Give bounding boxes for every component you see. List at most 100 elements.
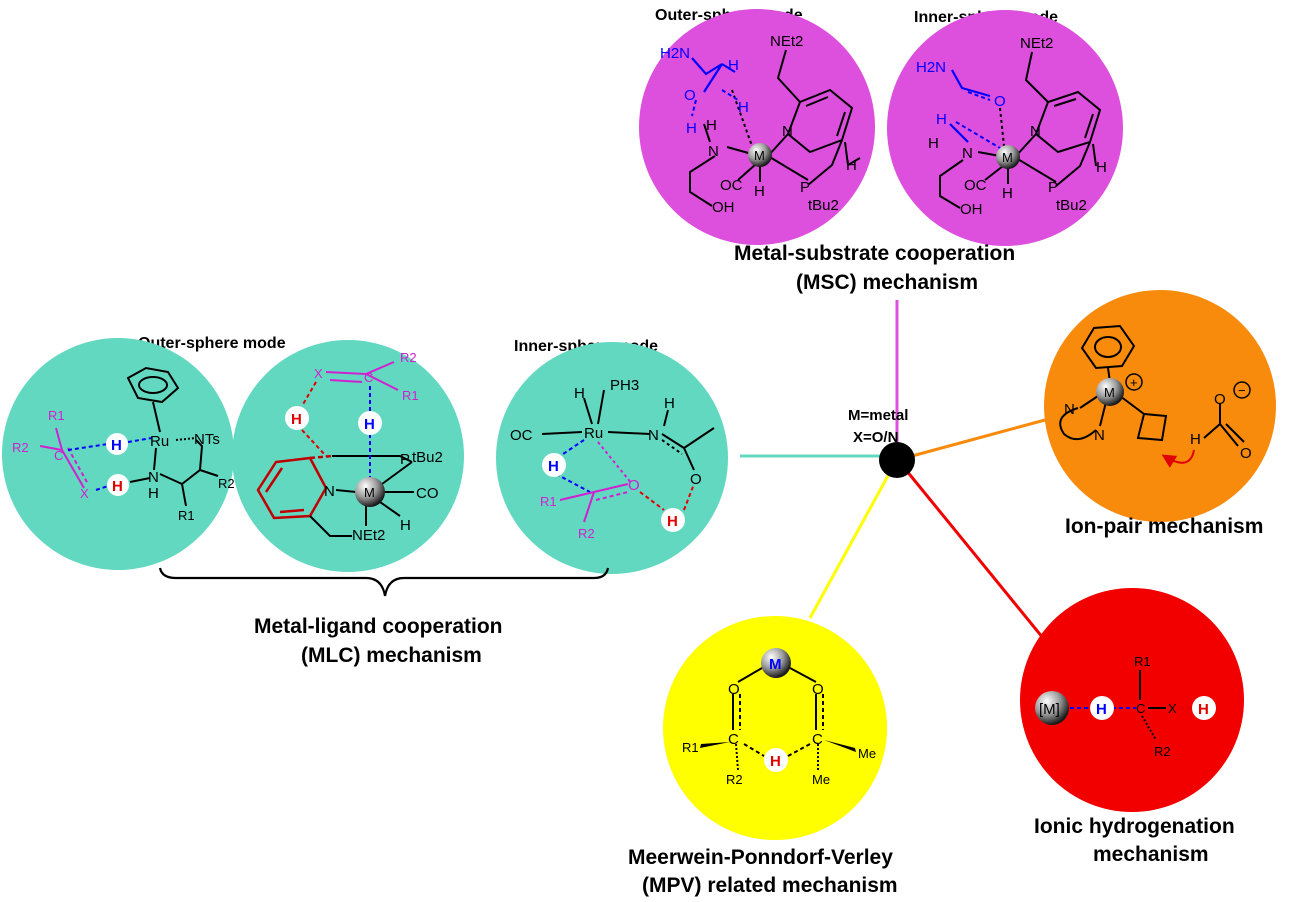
x-label: X [314, 366, 323, 381]
ru-n-bond [153, 447, 157, 471]
o2-label: O [812, 681, 824, 698]
ionic-title-line2: mechanism [1093, 843, 1209, 866]
ru-label: Ru [150, 433, 169, 450]
ethanol-arm [689, 155, 716, 207]
o-label: O [684, 87, 696, 104]
m-n1-bond [1079, 395, 1099, 409]
h-vinyl-label: H [1096, 159, 1107, 176]
r1-label: R1 [48, 408, 65, 423]
msc-inner-sphere-circle: H2N O NEt2 N H H N M OC H P tBu2 H OH [887, 10, 1123, 246]
h-red-bubble [107, 474, 129, 496]
ru-h-blue [559, 439, 585, 457]
net2-label: NEt2 [1020, 35, 1053, 52]
r2-label: R2 [12, 440, 29, 455]
oh-label: OH [960, 201, 983, 218]
o-label: O [994, 93, 1006, 110]
h-n-label: H [706, 117, 717, 134]
o-h-red [639, 491, 665, 511]
tbu2-label: tBu2 [808, 197, 839, 214]
hub-connectors: M=metal X=O/N [740, 300, 1046, 639]
ionic-group: [M] H C X H R1 R2 Ionic hydrogenation me… [1020, 588, 1244, 866]
h-red-label: H [667, 513, 678, 530]
m-n-bond [335, 489, 357, 493]
ionic-title-line1: Ionic hydrogenation [1034, 815, 1235, 838]
spoke-ionic [904, 469, 1045, 639]
metal-ball [1096, 378, 1124, 406]
tbu2-label: tBu2 [412, 449, 443, 466]
arene-ring-inner [138, 376, 168, 394]
h-blue-bubble [1090, 696, 1114, 720]
spoke-mpv [808, 471, 892, 619]
amide-arm [661, 427, 715, 471]
exocyclic-double [309, 454, 333, 460]
oc-label: OC [510, 427, 533, 444]
msc-inner-bg [887, 10, 1123, 246]
mlc-ru-tsdpen-circle: R1 R2 C X H H Ru NTs N H R1 R2 [2, 338, 235, 570]
metal-ball [1035, 691, 1069, 725]
oc-label: OC [720, 177, 743, 194]
p-label: P [800, 179, 810, 196]
h-label: H [574, 385, 585, 402]
c-label: C [54, 448, 63, 463]
h2n-label: H2N [660, 45, 690, 62]
nh-bond [663, 409, 669, 427]
m-p-bond [381, 461, 413, 485]
ion-pair-title: Ion-pair mechanism [1065, 515, 1263, 538]
c1-r2-hash [735, 743, 739, 771]
hbond-h-n [129, 477, 151, 483]
r1-label: R1 [682, 740, 699, 755]
oh-label: OH [712, 199, 735, 216]
mpv-bg [663, 616, 887, 840]
m-n-bond [1015, 133, 1037, 157]
oc-label: OC [964, 177, 987, 194]
pyridine-double [1053, 98, 1077, 107]
substrate-cx [325, 361, 399, 391]
msc-outer-bg [639, 9, 875, 245]
pyridine-double [264, 467, 284, 493]
msc-group: Outer-sphere mode Inner-sphere mode [639, 7, 1123, 294]
hydride-arrow [1161, 449, 1195, 468]
h-top-label: H [728, 57, 739, 74]
ru-n-bond [607, 431, 651, 435]
h-red-label: H [112, 478, 123, 495]
formate-double [1225, 423, 1245, 443]
c-label: C [364, 370, 373, 385]
h-blue-label: H [111, 437, 122, 454]
arene-ring [1080, 324, 1136, 370]
arene-ru-bond [152, 401, 161, 433]
mlc-group: Outer-sphere mode Inner-sphere mode R1 R… [2, 335, 728, 667]
h-m-label: H [754, 183, 765, 200]
h-red-bubble [661, 508, 685, 532]
hbond-ch-m [721, 89, 739, 101]
formate [1203, 404, 1239, 447]
h-n-label: H [928, 135, 939, 152]
substrate-double [967, 91, 991, 101]
mlc-inner-sphere-circle: H PH3 OC Ru H N O H O R1 R2 H [496, 342, 728, 574]
h-blue-label: H [548, 458, 559, 475]
r1-label: R1 [402, 388, 419, 403]
net2-label: NEt2 [352, 527, 385, 544]
mpv-group: M O O C C R1 R2 H Me Me Meerwein-Ponndor… [628, 616, 898, 897]
o-amide-label: O [690, 471, 702, 488]
arene-ring [126, 366, 180, 404]
h-label: H [400, 517, 411, 534]
hbond-hm [955, 121, 1001, 149]
o1-label: O [1214, 391, 1226, 408]
amide-double [661, 439, 683, 455]
substrate-chain [691, 57, 723, 93]
metal-ball [996, 145, 1020, 169]
nn-ligand [1059, 407, 1097, 441]
c-label: C [1136, 701, 1145, 716]
ru-h-bond [583, 397, 593, 425]
p-label: P [400, 451, 410, 468]
r2-label: R2 [1154, 744, 1171, 759]
n-py-label: N [1030, 123, 1041, 140]
h-blue-label: H [936, 111, 947, 128]
msc-outer-sphere-circle: H2N O H H H NEt2 N H N M OC H P tBu2 H O… [639, 9, 875, 245]
o2-label: O [1240, 445, 1252, 462]
pyridine-double-2 [1084, 113, 1094, 139]
m-oc-bond [984, 165, 1004, 181]
tbu2-label: tBu2 [1056, 197, 1087, 214]
r2-label: R2 [726, 772, 743, 787]
pyridine-double [805, 96, 829, 107]
